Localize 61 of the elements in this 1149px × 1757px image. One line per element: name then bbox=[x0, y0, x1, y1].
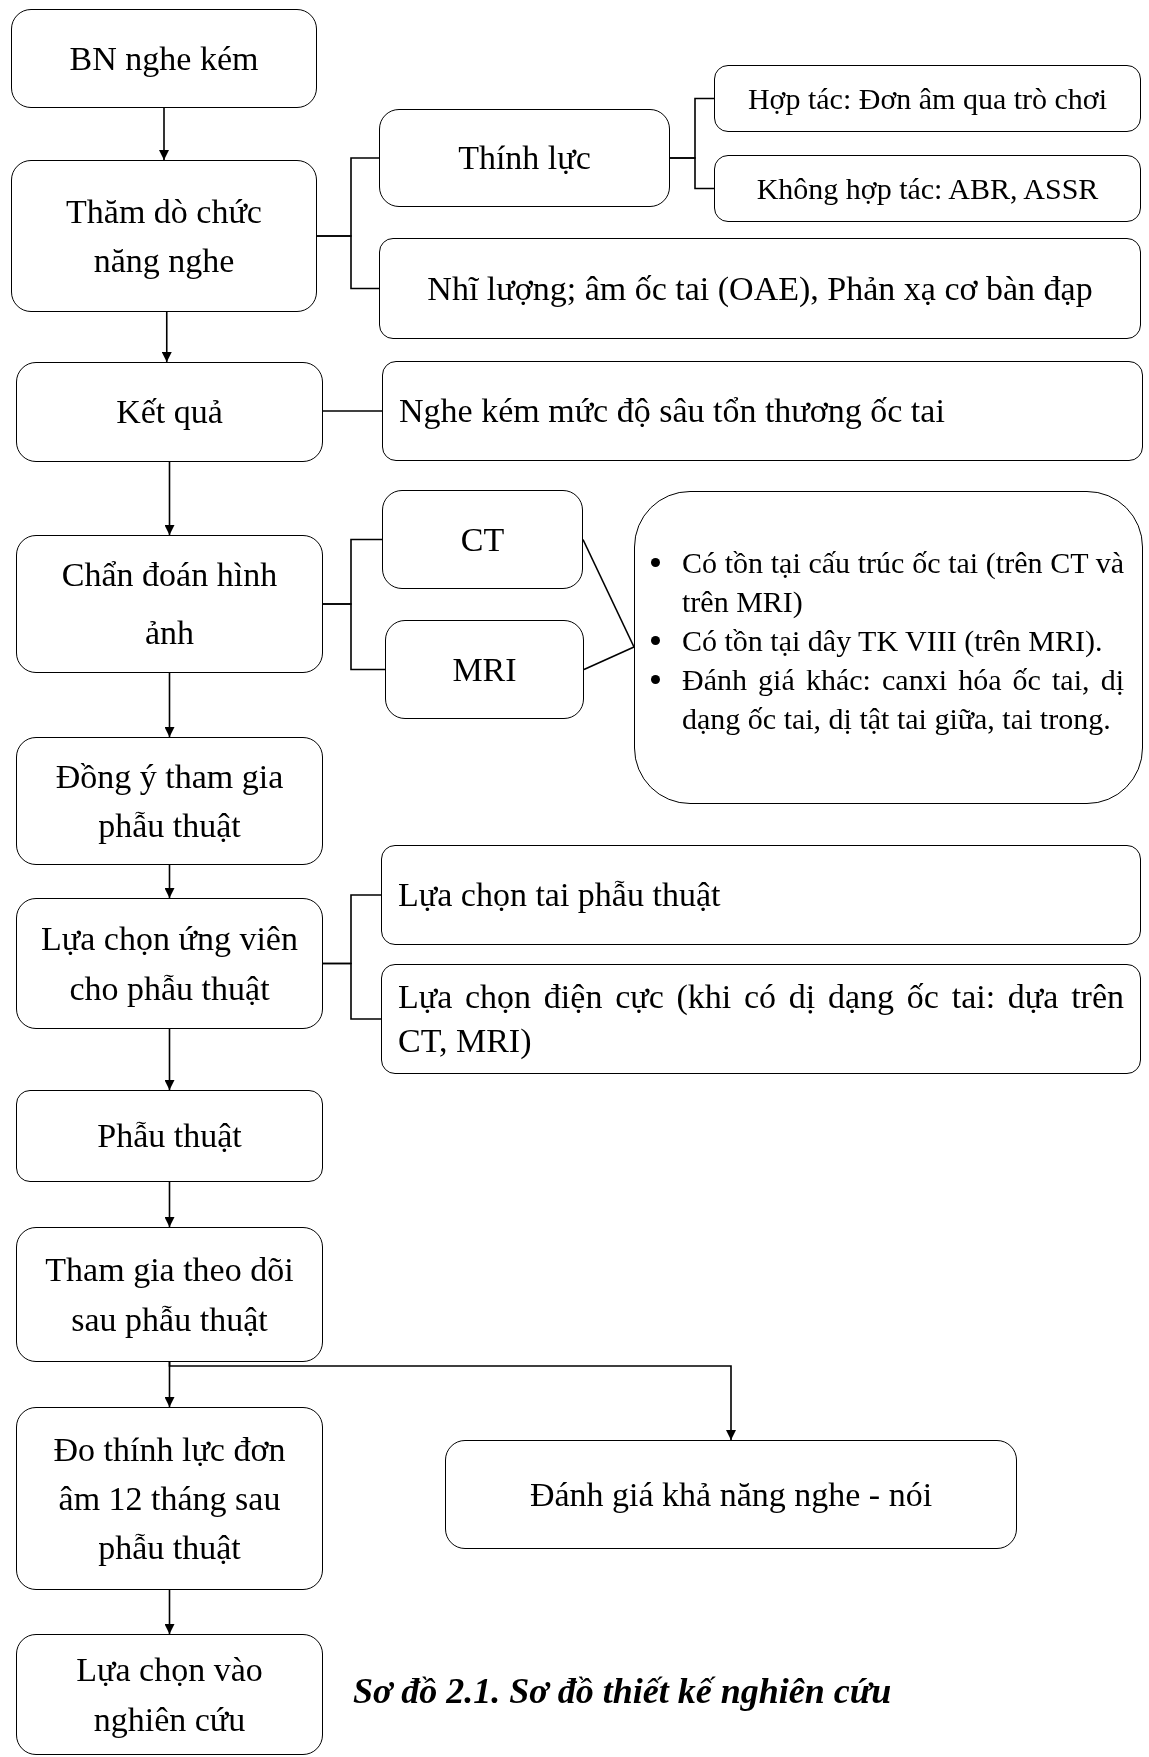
arrow bbox=[164, 1589, 175, 1635]
connector-line bbox=[316, 235, 380, 290]
node-text: Chẩn đoán hình ảnh bbox=[60, 555, 279, 653]
process-box bbox=[382, 361, 1143, 461]
node-text: Tham gia theo dõi sau phẫu thuật bbox=[44, 1250, 295, 1340]
bullet-text: Có tồn tại cấu trúc ốc tai (trên CT và trên MRI) bbox=[682, 545, 1124, 620]
process-box bbox=[379, 109, 670, 207]
process-box bbox=[16, 1634, 323, 1755]
node-text: Đồng ý tham gia phẫu thuật bbox=[54, 756, 285, 846]
arrow bbox=[159, 107, 169, 161]
arrow bbox=[168, 1361, 736, 1441]
node-text: Lựa chọn điện cực (khi có dị dạng ốc tai: dựa trên CT, MRI) bbox=[398, 976, 1124, 1061]
arrow bbox=[161, 311, 172, 363]
caption: Sơ đồ 2.1. Sơ đồ thiết kế nghiên cứu bbox=[353, 1670, 892, 1712]
arrow bbox=[164, 461, 175, 536]
node-text: Đo thính lực đơn âm 12 tháng sau phẫu thuật bbox=[52, 1429, 287, 1569]
arrow bbox=[164, 1028, 175, 1091]
node-text: Không hợp tác: ABR, ASSR bbox=[756, 171, 1099, 207]
process-box bbox=[714, 155, 1141, 222]
connector-line bbox=[582, 538, 635, 648]
node-text: Nghe kém mức độ sâu tổn thương ốc tai bbox=[399, 391, 946, 432]
process-box bbox=[16, 535, 323, 673]
node-text: Thăm dò chức năng nghe bbox=[65, 191, 263, 281]
bullet-text: Đánh giá khác: canxi hóa ốc tai, dị dạng ốc tai, dị tật tai giữa, tai trong. bbox=[682, 662, 1124, 737]
node-text: Lựa chọn tai phẫu thuật bbox=[398, 875, 722, 916]
node-text: MRI bbox=[452, 649, 517, 690]
bullet-text: Có tồn tại dây TK VIII (trên MRI). bbox=[682, 623, 1104, 659]
process-box bbox=[16, 1090, 323, 1182]
process-box bbox=[382, 490, 583, 589]
node-text: Hợp tác: Đơn âm qua trò chơi bbox=[747, 81, 1108, 117]
node-text: Lựa chọn ứng viên cho phẫu thuật bbox=[40, 919, 299, 1009]
process-box bbox=[16, 898, 323, 1029]
process-box bbox=[385, 620, 584, 719]
process-box bbox=[16, 1407, 323, 1590]
connector-line bbox=[322, 962, 382, 1020]
process-box bbox=[381, 964, 1141, 1074]
node-text: Thính lực bbox=[458, 138, 591, 179]
node-text: Phẫu thuật bbox=[97, 1116, 242, 1157]
process-box bbox=[11, 160, 317, 312]
connector-line bbox=[322, 603, 386, 671]
process-box bbox=[16, 362, 323, 462]
connector-line bbox=[583, 646, 635, 671]
process-box bbox=[381, 845, 1141, 945]
connector-line bbox=[669, 157, 715, 190]
process-box bbox=[11, 9, 317, 108]
node-text: Nhĩ lượng; âm ốc tai (OAE), Phản xạ cơ bàn đạp bbox=[427, 268, 1093, 309]
node-text: Kết quả bbox=[116, 392, 223, 433]
process-box bbox=[16, 1227, 323, 1362]
arrow bbox=[164, 672, 175, 738]
process-box bbox=[379, 238, 1141, 339]
process-box bbox=[634, 491, 1143, 804]
node-text: BN nghe kém bbox=[69, 38, 259, 79]
process-box bbox=[714, 65, 1141, 132]
node-text: Đánh giá khả năng nghe - nói bbox=[529, 1474, 933, 1515]
process-box bbox=[445, 1440, 1017, 1549]
arrow bbox=[164, 864, 175, 899]
node-text: CT bbox=[460, 519, 505, 560]
node-text: Lựa chọn vào nghiên cứu bbox=[75, 1650, 264, 1740]
arrow bbox=[164, 1181, 175, 1228]
process-box bbox=[16, 737, 323, 865]
connector-line bbox=[322, 410, 383, 412]
